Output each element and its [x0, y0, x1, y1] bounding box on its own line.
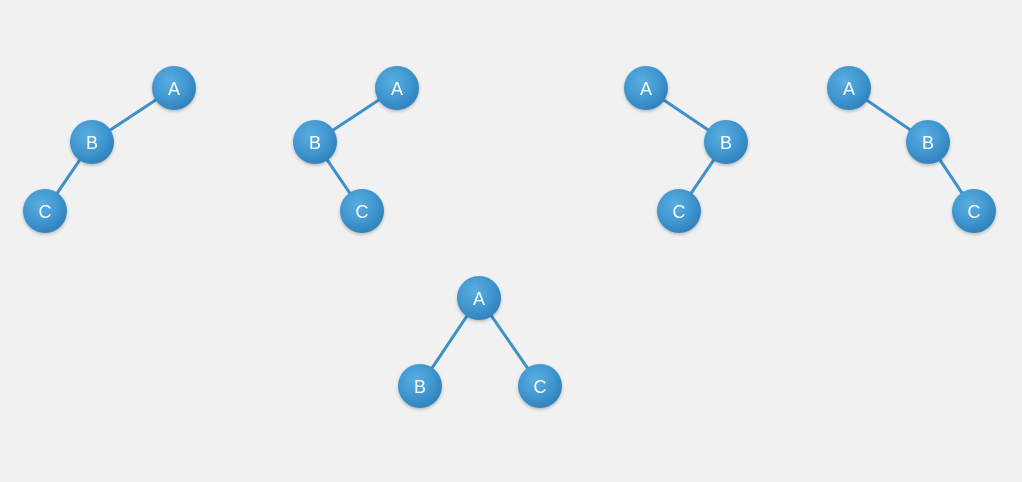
node-circle	[375, 66, 419, 110]
node-label: C	[534, 377, 547, 397]
node-circle	[657, 189, 701, 233]
node-circle	[518, 364, 562, 408]
node-label: A	[391, 79, 403, 99]
binary-tree-2-nodes: A B C	[293, 66, 419, 233]
node-label: C	[673, 202, 686, 222]
node-circle	[23, 189, 67, 233]
node-label: B	[86, 133, 98, 153]
node-label: B	[720, 133, 732, 153]
edges-layer	[43, 86, 976, 388]
binary-tree-4-nodes: A B C	[827, 66, 996, 233]
binary-tree-5-nodes: A B C	[398, 276, 562, 408]
tree-3-node-a: A	[624, 66, 668, 110]
tree-3-node-b: B	[704, 120, 748, 164]
node-label: C	[968, 202, 981, 222]
tree-1-node-a: A	[152, 66, 196, 110]
binary-tree-3-nodes: A B C	[624, 66, 748, 233]
node-circle	[624, 66, 668, 110]
tree-3-node-c: C	[657, 189, 701, 233]
binary-tree-1-nodes: A B C	[23, 66, 196, 233]
node-label: B	[922, 133, 934, 153]
tree-4-node-b: B	[906, 120, 950, 164]
node-label: C	[356, 202, 369, 222]
node-label: A	[640, 79, 652, 99]
node-circle	[340, 189, 384, 233]
tree-2-node-c: C	[340, 189, 384, 233]
node-circle	[704, 120, 748, 164]
tree-4-node-a: A	[827, 66, 871, 110]
node-circle	[70, 120, 114, 164]
tree-2-node-a: A	[375, 66, 419, 110]
node-label: A	[168, 79, 180, 99]
node-label: A	[473, 289, 485, 309]
node-circle	[906, 120, 950, 164]
tree-2-node-b: B	[293, 120, 337, 164]
node-circle	[398, 364, 442, 408]
node-label: B	[414, 377, 426, 397]
tree-5-node-a: A	[457, 276, 501, 320]
tree-4-node-c: C	[952, 189, 996, 233]
node-circle	[293, 120, 337, 164]
node-circle	[827, 66, 871, 110]
tree-1-node-c: C	[23, 189, 67, 233]
tree-5-node-b: B	[398, 364, 442, 408]
node-circle	[457, 276, 501, 320]
node-label: A	[843, 79, 855, 99]
nodes-layer: A B C A B C A B C A B C A B C	[23, 66, 996, 408]
node-circle	[152, 66, 196, 110]
node-label: C	[39, 202, 52, 222]
node-circle	[952, 189, 996, 233]
tree-5-node-c: C	[518, 364, 562, 408]
tree-1-node-b: B	[70, 120, 114, 164]
node-label: B	[309, 133, 321, 153]
